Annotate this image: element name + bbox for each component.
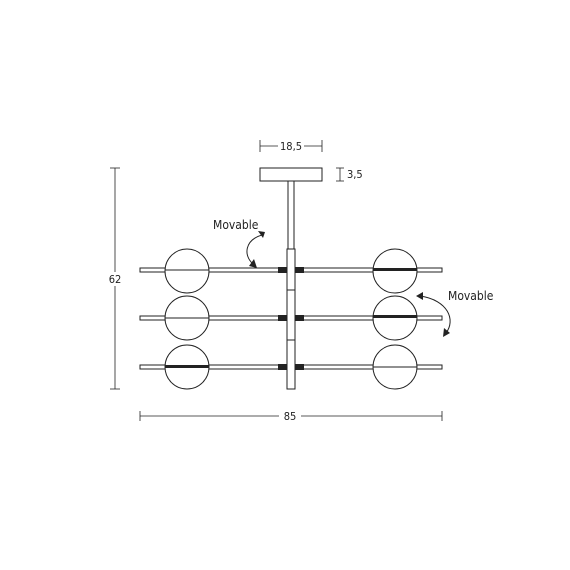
arm-top-left <box>139 267 288 273</box>
ceiling-canopy <box>259 167 323 182</box>
connector-middle-right <box>295 315 304 321</box>
movable-annotation-right: Movable <box>416 289 494 337</box>
arm-bottom-left <box>139 364 288 370</box>
canopy-width-label-bg <box>278 139 304 153</box>
canopy-width-dimension: 18,5 <box>259 139 323 153</box>
arm-middle-left <box>139 315 288 321</box>
height-label-bg <box>106 272 124 286</box>
globe-bottom-left-band <box>165 365 209 368</box>
height-dimension: 62 <box>106 167 124 390</box>
globe-middle-right-band <box>373 315 417 318</box>
width-label-bg <box>279 409 301 423</box>
connector-top-right <box>295 267 304 273</box>
movable-arrow-left <box>246 234 263 265</box>
movable-arrowhead-right <box>443 328 450 337</box>
height-label: 62 <box>109 273 122 286</box>
movable-label-right: Movable <box>448 289 494 303</box>
canopy-width-label: 18,5 <box>280 140 302 153</box>
canopy-height-dimension: 3,5 <box>336 167 363 182</box>
movable-arrow-right <box>419 295 451 334</box>
connector-bottom-right <box>295 364 304 370</box>
connector-top-left <box>278 267 287 273</box>
connector-bottom-left <box>278 364 287 370</box>
connector-middle-left <box>278 315 287 321</box>
canopy-height-label: 3,5 <box>347 168 363 181</box>
globe-top-right-band <box>373 268 417 271</box>
movable-arrowhead-left <box>249 259 257 268</box>
suspension-stem <box>287 180 295 250</box>
arm-top-right <box>294 267 443 273</box>
width-dimension: 85 <box>139 409 443 423</box>
central-column <box>286 248 296 390</box>
movable-annotation-left: Movable <box>213 218 265 268</box>
width-label: 85 <box>284 410 297 423</box>
movable-label-left: Movable <box>213 218 259 232</box>
globe-top-left <box>164 248 210 294</box>
movable-arrowtail-right <box>416 292 423 300</box>
arm-middle-right <box>294 315 443 321</box>
arm-bottom-right <box>294 364 443 370</box>
movable-arrowtail-left <box>258 231 265 238</box>
